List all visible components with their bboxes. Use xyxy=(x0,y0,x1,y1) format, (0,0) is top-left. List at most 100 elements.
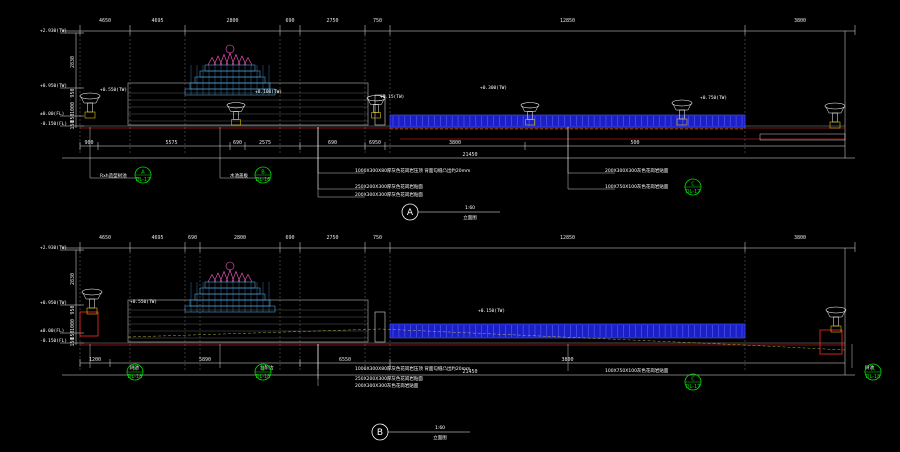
tree-pit-right xyxy=(819,329,843,355)
urn-base xyxy=(371,112,381,119)
tree-pit-left xyxy=(79,311,99,337)
lotus-petal xyxy=(213,55,223,66)
lotus-petal xyxy=(231,53,241,66)
lotus-petal xyxy=(243,56,253,66)
bottom-dim-value: 6550 xyxy=(339,357,351,363)
note-text: Rxh造型树池 xyxy=(100,172,127,179)
note-text: 200X300X300灰色花岗岩贴面 xyxy=(355,382,419,389)
sculpture-tier xyxy=(184,305,276,313)
section-callout: ADL-18 xyxy=(126,363,144,381)
top-dim-value: 2800 xyxy=(234,235,246,241)
top-dim-value: 4650 xyxy=(99,18,111,24)
note-text: 1000X300X80厚灰色花岗岩压顶 背面勾缝凸出约20mm xyxy=(355,365,470,372)
urn-rim xyxy=(671,99,693,107)
lotus-bud xyxy=(225,44,235,54)
mid-level-label: +0.750(TW) xyxy=(700,95,727,101)
urn-rim xyxy=(366,95,386,102)
fountain-sculpture xyxy=(184,44,276,96)
urn-bowl xyxy=(521,105,539,112)
top-dim-value: 2750 xyxy=(326,18,338,24)
title-scale: 1:60 xyxy=(465,205,475,211)
bottom-dim-value: 690 xyxy=(328,140,337,146)
urn-rim xyxy=(81,288,103,296)
callout-letter: B xyxy=(261,170,265,176)
note-text: 台阶边 xyxy=(260,364,274,371)
level-label: +2.930(TW) xyxy=(40,245,67,251)
urn-rim xyxy=(79,92,101,100)
bottom-dim-value: 5890 xyxy=(199,357,211,363)
sculpture-tier xyxy=(189,299,271,307)
bottom-dim-value: 5575 xyxy=(165,140,177,146)
water-channel xyxy=(389,323,746,339)
top-dim-value: 12850 xyxy=(560,235,575,241)
mid-level-label: +0.300(TW) xyxy=(480,85,507,91)
section-callout: BDL-18 xyxy=(254,363,272,381)
level-label: +0.950(TW) xyxy=(40,300,67,306)
level-label: -0.150(FL) xyxy=(40,121,67,127)
left-dim-value: 950 xyxy=(70,88,76,97)
urn-stem xyxy=(373,104,379,113)
note-text: 250X200X300厚灰色花岗岩贴面 xyxy=(355,183,423,190)
left-dim-value: 150 xyxy=(70,337,76,346)
note-text: 100X750X100灰色花岗岩贴面 xyxy=(605,183,669,190)
callout-ref: DL-18 xyxy=(256,374,271,380)
top-dim-value: 4650 xyxy=(99,235,111,241)
sculpture-tier xyxy=(189,82,271,90)
urn-rim xyxy=(825,306,847,314)
urn-bowl xyxy=(826,310,846,318)
urn-stem xyxy=(89,298,95,309)
left-dim-value: 150 xyxy=(70,120,76,129)
left-dim-value: 2830 xyxy=(70,273,76,285)
title-name: 立面图 xyxy=(433,434,447,441)
level-label: ±0.00(FL) xyxy=(40,111,64,117)
note-text: 200X300X300厚灰色花岗岩贴面 xyxy=(355,191,423,198)
top-dim-value: 750 xyxy=(373,18,382,24)
callout-ref: DL-17 xyxy=(686,384,701,390)
sculpture-tier xyxy=(194,76,266,84)
left-dim-value: 850 xyxy=(70,330,76,339)
left-dim-value: 1000 xyxy=(70,319,76,331)
urn-base xyxy=(829,121,841,129)
callout-letter: A xyxy=(871,367,875,373)
section-callout: ADL-18 xyxy=(864,363,882,381)
title-letter: B xyxy=(377,428,383,438)
note-text: 树池 xyxy=(865,364,874,371)
level-label: +0.950(TW) xyxy=(40,83,67,89)
note-text: 树池 xyxy=(130,364,139,371)
callout-ref: DL-17 xyxy=(686,189,701,195)
urn-bowl xyxy=(82,292,102,300)
note-text: 水池盖板 xyxy=(230,172,248,179)
mid-level-label: +0.150(TW) xyxy=(478,308,505,314)
end-pool xyxy=(759,133,846,141)
top-dim-value: 4695 xyxy=(151,235,163,241)
callout-ref: DL-17 xyxy=(136,177,151,183)
bottom-dim-value: 6950 xyxy=(369,140,381,146)
urn-planter xyxy=(81,288,103,315)
mid-level-label: +0.550(TW) xyxy=(130,299,157,305)
step-block xyxy=(374,94,386,126)
urn-planter xyxy=(520,102,540,126)
section-callout: ADL-17 xyxy=(134,166,152,184)
urn-rim xyxy=(226,102,246,109)
urn-base xyxy=(830,325,842,333)
urn-planter xyxy=(79,92,101,119)
callout-ref: DL-18 xyxy=(866,374,881,380)
mid-level-label: +0.15(TW) xyxy=(380,94,404,100)
top-dim-value: 3800 xyxy=(794,18,806,24)
sculpture-tier xyxy=(194,293,266,301)
urn-planter xyxy=(825,306,847,333)
top-dim-value: 12850 xyxy=(560,18,575,24)
lotus-petal xyxy=(213,272,223,283)
callout-letter: C xyxy=(691,182,695,188)
urn-planter xyxy=(226,102,246,126)
mid-level-label: +0.550(TW) xyxy=(100,87,127,93)
callout-letter: B xyxy=(261,367,265,373)
bottom-dim-value: 2575 xyxy=(259,140,271,146)
urn-rim xyxy=(824,102,846,110)
bottom-dim-value: 1200 xyxy=(89,357,101,363)
level-label: +2.930(TW) xyxy=(40,28,67,34)
note-text: 1000X300X80厚灰色花岗岩压顶 背面勾缝凸出约20mm xyxy=(355,167,470,174)
level-label: -0.150(FL) xyxy=(40,338,67,344)
